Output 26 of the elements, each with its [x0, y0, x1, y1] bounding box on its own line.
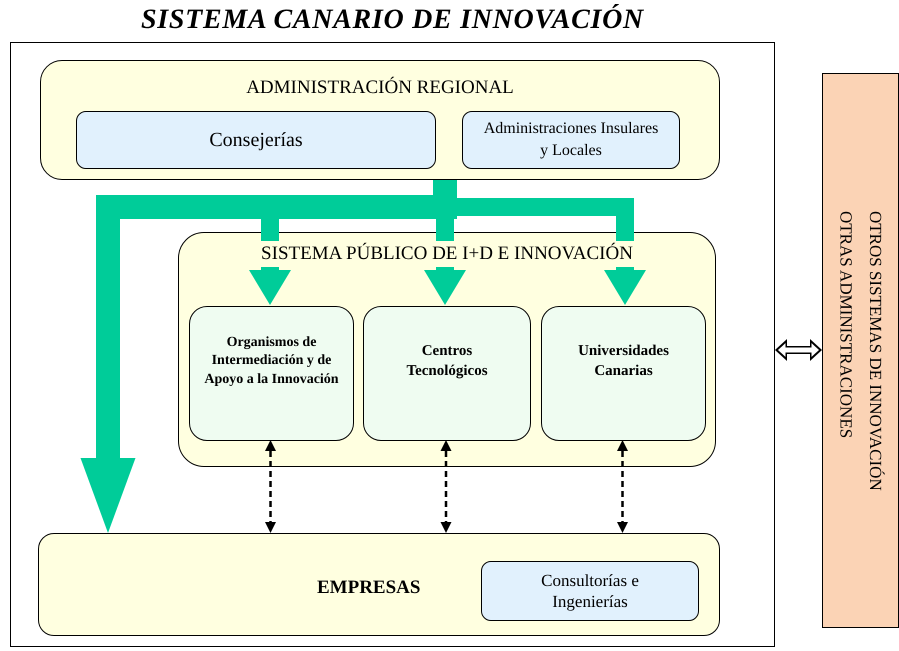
rounded-box	[462, 111, 680, 169]
group-panel	[40, 60, 720, 180]
box-label: SISTEMA CANARIO DE INNOVACIÓN	[140, 3, 645, 37]
box-label: EMPRESAS	[317, 576, 420, 600]
group-panel	[178, 232, 716, 467]
arrow	[265, 440, 276, 533]
double-arrow	[775, 339, 822, 361]
vertical-label: OTROS SISTEMAS DE INNOVACIÓN	[865, 210, 886, 490]
box-label: ADMINISTRACIÓN REGIONAL	[245, 76, 515, 100]
group-panel	[38, 533, 720, 636]
box-label: Consultorías e Ingenierías	[540, 570, 640, 612]
arrow	[440, 440, 452, 533]
vertical-label: OTRAS ADMINISTRACIONES	[836, 210, 856, 440]
rounded-box	[189, 306, 354, 441]
rounded-box	[363, 306, 531, 441]
arrow	[617, 440, 628, 533]
box-label: Centros Tecnológicos	[405, 342, 489, 380]
side-panel	[822, 73, 899, 628]
rounded-box	[76, 111, 436, 169]
rounded-box	[481, 561, 699, 621]
box-label: Administraciones Insulares y Locales	[482, 119, 660, 161]
box-label: Organismos de Intermediación y de Apoyo a la Innovación	[203, 334, 340, 389]
rounded-box	[541, 306, 706, 441]
arrow	[80, 180, 457, 533]
box-label: Universidades Canarias	[577, 342, 670, 380]
box-label: Consejerías	[209, 128, 303, 153]
